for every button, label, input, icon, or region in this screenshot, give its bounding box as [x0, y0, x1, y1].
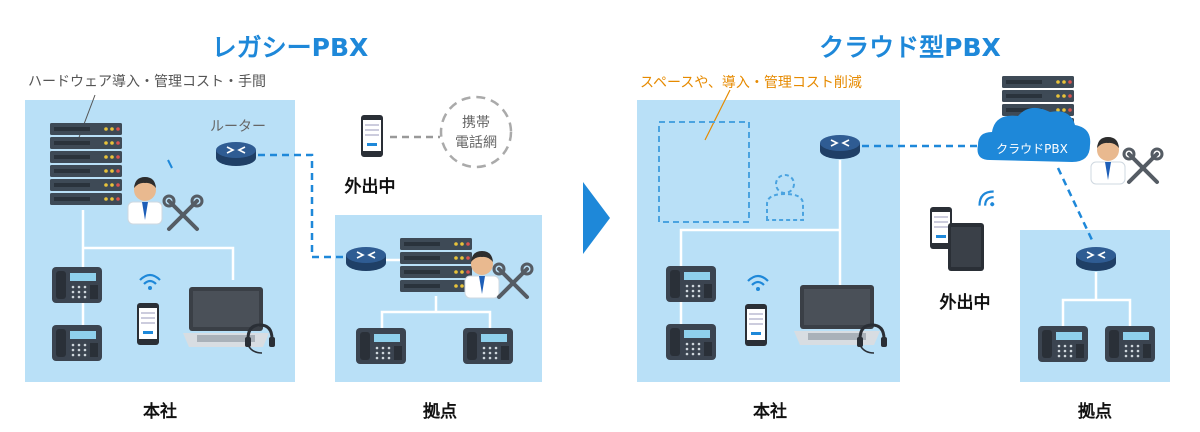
router-label: ルーター — [210, 119, 266, 135]
cloud-admin-person-icon — [1090, 136, 1126, 185]
wifi-icon — [746, 274, 770, 293]
freed-space-outline — [658, 121, 750, 223]
sweat-icon — [167, 159, 173, 169]
mobile-network-label-line2: 電話網 — [455, 134, 497, 151]
cloud-hq-label: 本社 — [753, 402, 787, 422]
cloud-branch-link — [1056, 167, 1094, 241]
tablet-icon — [948, 223, 984, 271]
transition-arrow — [583, 182, 610, 254]
legacy-cost-note: ハードウェア導入・管理コスト・手間 — [28, 74, 266, 90]
legacy-router-icon — [215, 141, 257, 167]
cloud-reduction-note: スペースや、導入・管理コスト削減 — [640, 75, 862, 91]
laptop-icon — [794, 285, 880, 345]
desk-phone-icon — [666, 266, 716, 302]
cloud-tools-icon — [1122, 147, 1164, 184]
legacy-wan-link — [258, 153, 348, 259]
cloud-pbx-label: クラウドPBX — [996, 142, 1068, 156]
legacy-title: レガシーPBX — [211, 33, 369, 62]
outside-smartphone-icon — [361, 115, 383, 157]
branch-desk-phone-icon — [463, 328, 513, 364]
cloud-note-leader-line — [704, 89, 731, 141]
wifi-icon — [138, 273, 162, 292]
branch-wiring — [380, 296, 492, 330]
admin-person-icon — [127, 176, 163, 225]
smartphone-icon — [745, 304, 767, 346]
branch-desk-phone-icon — [356, 328, 406, 364]
cloud-title: クラウド型PBX — [819, 33, 1001, 62]
mobile-wifi-icon — [974, 186, 1002, 214]
desk-phone-icon — [666, 324, 716, 360]
branch-desk-phone-icon — [1038, 326, 1088, 362]
tools-icon — [162, 194, 204, 231]
branch-router-icon — [345, 246, 387, 272]
cloud-pbx-icon — [977, 107, 1091, 162]
legacy-branch-label: 拠点 — [423, 402, 457, 422]
cloud-branch-wiring — [1061, 272, 1132, 328]
legacy-pbx-server-icon — [50, 123, 122, 205]
smartphone-icon — [137, 303, 159, 345]
desk-phone-icon — [52, 267, 102, 303]
legacy-hq-label: 本社 — [143, 402, 177, 422]
branch-server-icon — [400, 238, 472, 292]
branch-tools-icon — [492, 262, 534, 299]
legacy-outside-label: 外出中 — [344, 177, 396, 197]
cloud-branch-router-icon — [1075, 246, 1117, 272]
desk-phone-icon — [52, 325, 102, 361]
removed-admin-outline-icon — [766, 174, 804, 221]
cloud-branch-label: 拠点 — [1078, 402, 1112, 422]
laptop-icon — [183, 287, 269, 347]
mobile-network-label-line1: 携帯 — [462, 115, 490, 131]
mobile-network-circle — [439, 95, 513, 169]
cloud-hq-router-icon — [819, 134, 861, 160]
branch-desk-phone-icon — [1105, 326, 1155, 362]
cloud-outside-label: 外出中 — [939, 293, 991, 313]
